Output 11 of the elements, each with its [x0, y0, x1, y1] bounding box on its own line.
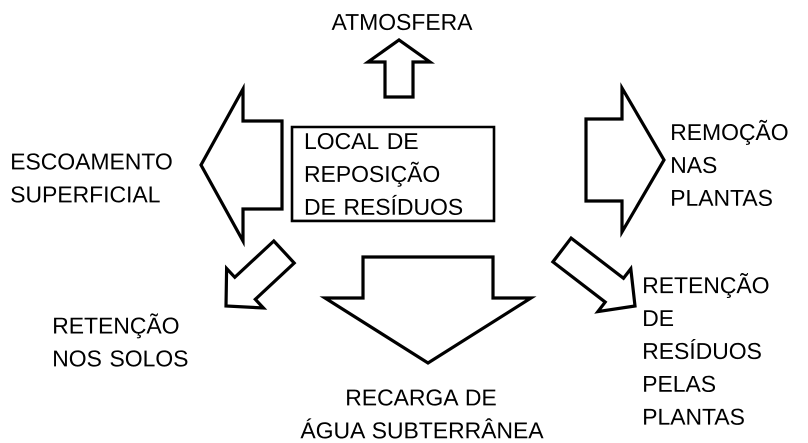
- process-box: LOCAL DE REPOSIÇÃO DE RESÍDUOS: [290, 126, 496, 222]
- block-arrow: [362, 38, 436, 99]
- flow-label: RETENÇÃO NOS SOLOS: [54, 313, 188, 367]
- flow-label: RECARGA DE ÁGUA SUBTERRÂNEA: [300, 389, 544, 439]
- flow-label: REMOÇÃO NAS PLANTAS: [672, 120, 788, 206]
- flow-label: ATMOSFERA: [332, 14, 472, 30]
- flow-label: RETENÇÃO DE RESÍDUOS PELAS PLANTAS: [644, 273, 768, 425]
- flow-label: ESCOAMENTO SUPERFICIAL: [11, 153, 172, 203]
- block-arrow: [584, 82, 666, 238]
- block-arrow: [319, 255, 537, 365]
- block-arrow: [199, 82, 284, 248]
